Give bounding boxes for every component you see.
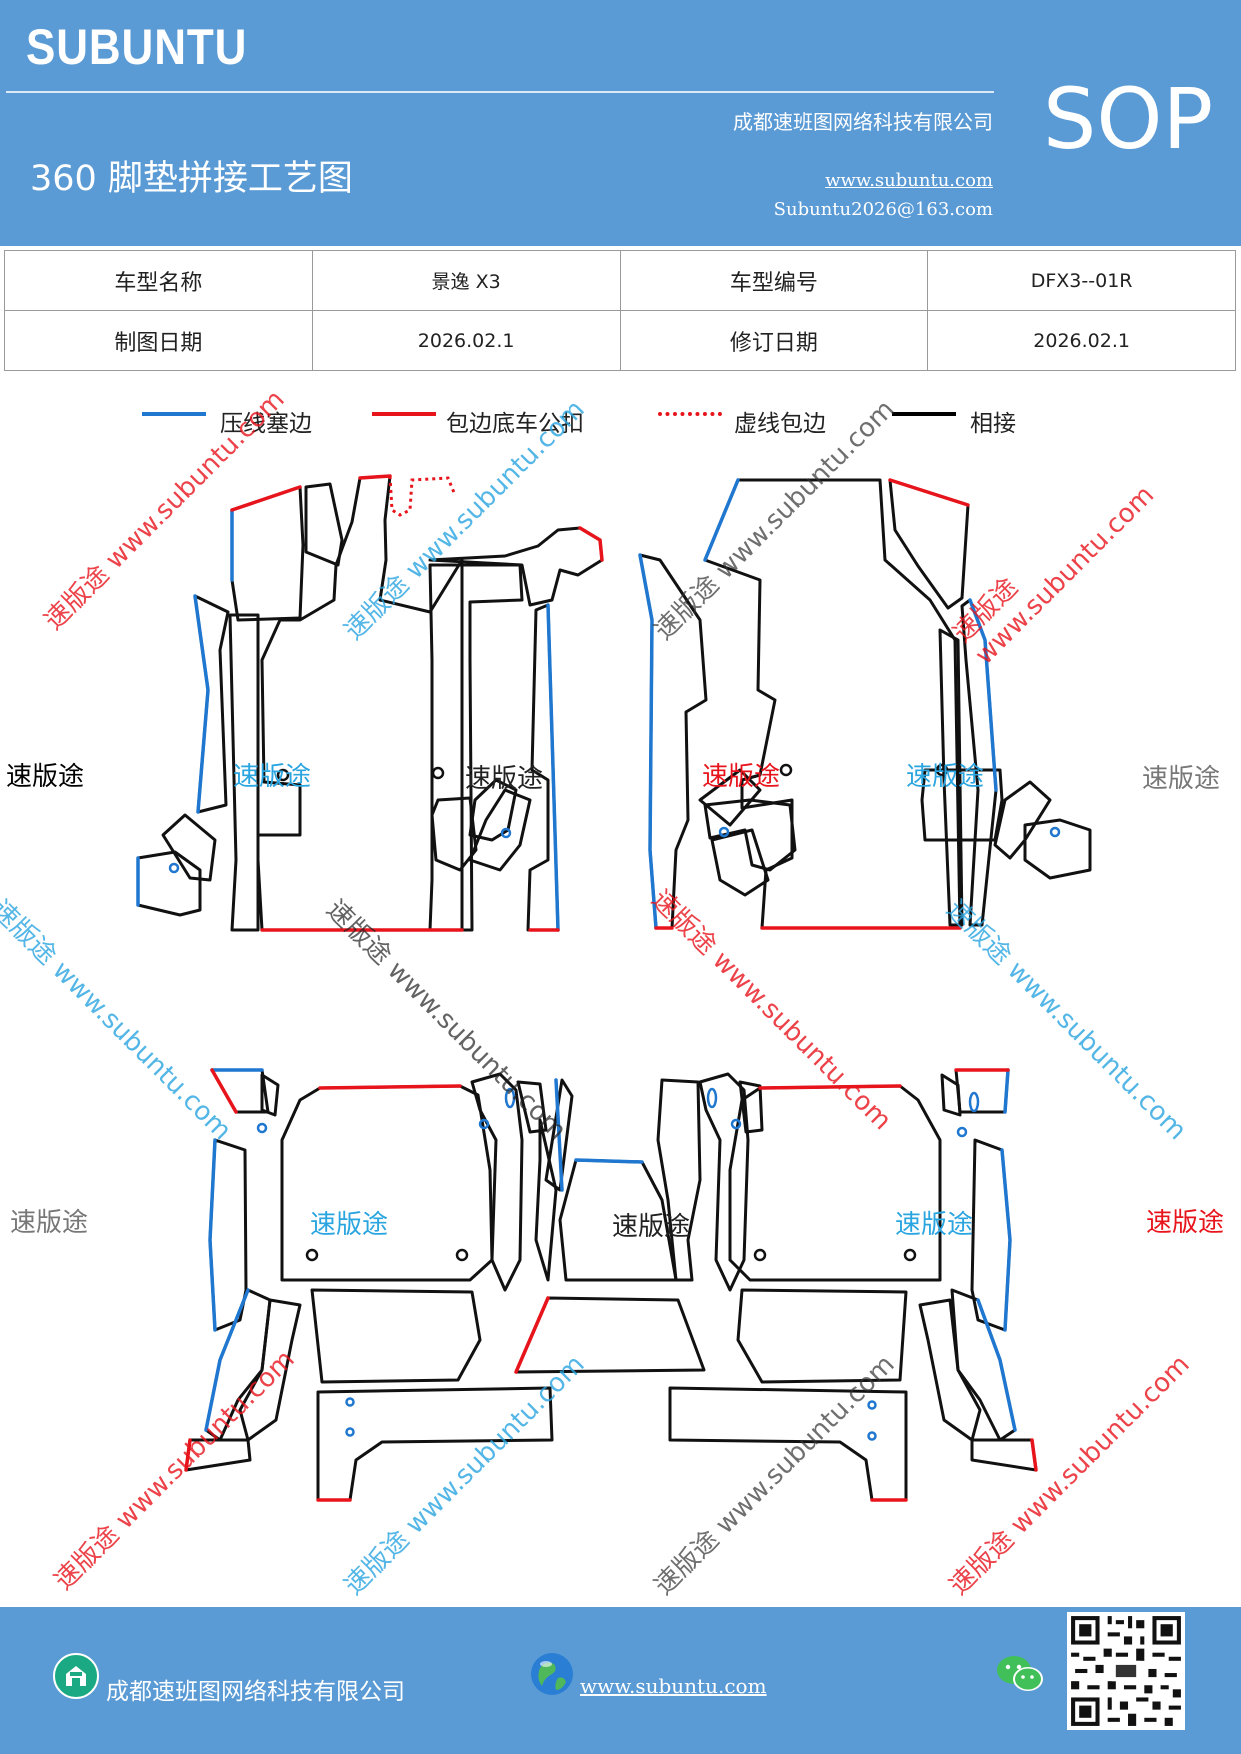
rear-right-lower-trim — [970, 1438, 1038, 1472]
watermark-label: 速版途 — [10, 1208, 89, 1238]
rear-right-top-tab — [954, 1068, 1010, 1114]
watermark-label: 速版途 — [906, 762, 985, 792]
rear-center-right-post — [656, 1078, 702, 1282]
rear-left-main — [280, 1084, 494, 1282]
watermark-label: 速版途 — [310, 1210, 389, 1240]
wechat-icon — [997, 1656, 1043, 1691]
model-code-value: DFX3--01R — [927, 250, 1236, 311]
front-right-fender-arc — [888, 478, 970, 610]
header-banner — [0, 0, 1241, 246]
rear-left-column-strip — [534, 1118, 558, 1282]
front-left-center-console — [428, 563, 524, 932]
watermark-label: 速版途 — [702, 762, 781, 792]
rear-left-small-curl — [260, 1073, 280, 1117]
floor-mat-diagram — [136, 474, 1092, 1502]
footer-company: 成都速班图网络科技有限公司 — [106, 1679, 405, 1705]
rear-right-arch-inner — [918, 1298, 982, 1442]
rear-right-column — [698, 1072, 750, 1292]
rear-left-post-a — [516, 1080, 548, 1134]
rear-right-footrest — [668, 1386, 908, 1502]
front-right-wedge — [698, 768, 762, 827]
rear-left-side-strip — [208, 1138, 248, 1332]
page-title: 360 脚垫拼接工艺图 — [30, 159, 353, 199]
header-url-link[interactable]: www.subuntu.com — [825, 170, 993, 191]
header-company: 成都速班图网络科技有限公司 — [733, 110, 993, 134]
front-left-side-bar — [228, 613, 260, 932]
globe-icon — [531, 1653, 573, 1695]
legend-swatch-dotted — [658, 412, 722, 416]
legend-swatch-blue — [142, 412, 206, 416]
front-left-corner-pad — [136, 850, 202, 917]
front-left-small-tab — [161, 813, 217, 882]
front-right-corner-pad — [1023, 818, 1092, 880]
front-left-heel-pad — [430, 796, 478, 872]
header-divider — [6, 91, 994, 93]
watermark-label: 速版途 — [895, 1210, 974, 1240]
draw-date-value: 2026.02.1 — [311, 310, 621, 371]
legend-label-dotted: 虚线包边 — [734, 411, 826, 437]
front-right-tunnel-pad — [703, 798, 797, 872]
rear-right-post — [738, 1080, 764, 1134]
rear-right-small-curl — [940, 1073, 962, 1117]
watermark-label: 速版途 — [6, 762, 85, 792]
rear-left-arch-inner — [238, 1298, 302, 1442]
rear-right-main — [728, 1084, 942, 1282]
legend-label-join: 相接 — [970, 411, 1016, 437]
watermark-label: 速版途 — [465, 764, 544, 794]
brand-logo: SUBUNTU — [26, 19, 248, 75]
rear-center-left-post — [544, 1078, 574, 1192]
header-email: Subuntu2026@163.com — [773, 199, 993, 220]
building-icon — [53, 1653, 99, 1699]
watermark-label: 速版途 — [1142, 764, 1221, 794]
watermark-label: 速版途 — [233, 762, 312, 792]
footer-url-link[interactable]: www.subuntu.com — [580, 1674, 767, 1698]
qr-code[interactable] — [1067, 1612, 1185, 1730]
legend-label-press: 压线塞边 — [220, 411, 312, 437]
draw-date-label: 制图日期 — [4, 310, 313, 371]
sop-badge: SOP — [1043, 70, 1214, 168]
front-right-heel-block — [710, 828, 770, 897]
front-left-wedge — [468, 788, 532, 872]
info-table: 车型名称 景逸 X3 车型编号 DFX3--01R 制图日期 2026.02.1… — [4, 250, 1236, 371]
front-left-pillar — [304, 482, 344, 567]
rear-left-cushion — [310, 1288, 482, 1384]
legend-swatch-red — [372, 412, 436, 416]
watermark-label: 速版途 — [1146, 1208, 1225, 1238]
front-right-pillar — [938, 628, 964, 927]
watermark-label: 速版途 — [612, 1212, 691, 1242]
legend-swatch-black — [892, 412, 956, 416]
revise-date-value: 2026.02.1 — [927, 310, 1236, 371]
front-right-small-tab — [993, 780, 1052, 860]
model-code-label: 车型编号 — [619, 250, 929, 311]
rear-right-cushion — [736, 1288, 908, 1384]
legend-label-wrap: 包边底车公扣 — [446, 411, 584, 437]
model-name-value: 景逸 X3 — [311, 250, 621, 311]
revise-date-label: 修订日期 — [619, 310, 929, 371]
model-name-label: 车型名称 — [4, 250, 313, 311]
